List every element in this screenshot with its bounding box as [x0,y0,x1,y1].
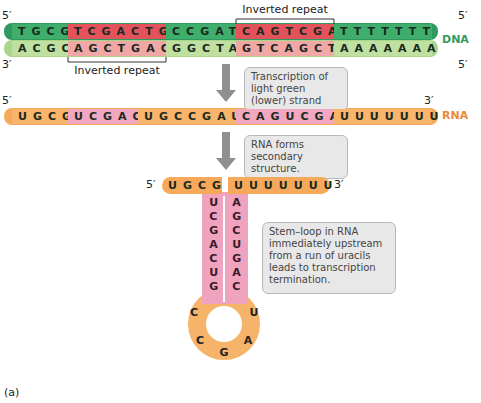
inverted-repeat-segment: AGCTGAC [68,41,166,56]
sequence-text: UGCG [168,179,227,192]
dna-segment: ACGC [12,41,68,56]
sequence-text: CAGUCGA [242,110,344,123]
loop-base: C [194,334,206,347]
dna-top-strand [4,23,438,40]
rna-stem [202,192,248,304]
sequence-text: TGCG [18,25,76,38]
rna-segment: UUUUUUU [334,109,432,124]
strand-end: 5′ [458,58,468,71]
bracket-label: Inverted repeat [68,64,166,77]
bracket [68,57,166,62]
dna-segment: AAAAAAA [334,41,432,56]
rna-segment: UUUUUUU [228,177,330,194]
sequence-text: TCGACTG [74,25,174,38]
sequence-text: GGCTA [172,42,243,55]
stem-strand: AGCUGAC [226,194,246,298]
dna-segment: GGCTA [166,41,236,56]
callout-box: Stem–loop in RNA immediately upstream fr… [262,222,396,294]
sequence-text: GTCAGCT [242,42,342,55]
sequence-text: UCGACUG [209,196,217,294]
process-arrow [216,64,236,102]
strand-end: 3′ [2,58,12,71]
loop-base: G [218,346,230,359]
sequence-text: AAAAAAA [340,42,442,55]
rna-repeat-segment: UCGAC [68,109,138,124]
sequence-text: AGCUGAC [232,196,240,294]
rna-segment: UGCCGAU [138,109,236,124]
loop-base: C [188,306,200,319]
rna-loop [197,297,251,351]
dna-segment: TTTTTTT [334,24,432,39]
rna-repeat-segment: CAGUCGA [236,109,334,124]
bracket-label: Inverted repeat [236,3,334,16]
callout-text: RNA forms secondary structure. [251,139,304,174]
strand-end: 5′ [458,9,468,22]
callout-box: Transcription of light green (lower) str… [244,67,348,111]
sequence-text: UCGAC [74,110,147,123]
inverted-repeat-segment: CAGTCGA [236,24,334,39]
sequence-text: UGCCGAU [144,110,246,123]
callout-box: RNA forms secondary structure. [244,135,348,179]
sequence-text: UUUUUUU [234,179,339,192]
callout-text: Transcription of light green (lower) str… [251,71,328,106]
dna-segment: CCGAT [166,24,236,39]
rna-segment: UGCG [162,177,222,194]
inverted-repeat-segment: GTCAGCT [236,41,334,56]
sequence-text: CCGAT [172,25,242,38]
process-arrow [216,132,236,170]
stem-strand: UCGACUG [203,194,223,298]
strand-end: 5′ [146,178,156,191]
strand-end: 3′ [334,178,344,191]
loop-base: U [248,306,260,319]
panel-label: (a) [4,386,19,399]
strand-end: 5′ [2,9,12,22]
stem-divider [223,196,225,302]
strand-end: 3′ [424,94,434,107]
strand-name: DNA [442,33,469,46]
dna-segment: TGCG [12,24,68,39]
strand-name: RNA [442,109,468,122]
loop-base: A [242,334,254,347]
sequence-text: AGCTGAC [74,42,175,55]
sequence-text: TTTTTTT [340,25,436,38]
rna-segment: UGCG [12,109,68,124]
sequence-text: UUUUUUU [340,110,445,123]
inverted-repeat-segment: TCGACTG [68,24,166,39]
callout-text: Stem–loop in RNA immediately upstream fr… [269,226,382,285]
strand-end: 5′ [2,94,12,107]
sequence-text: CAGTCGA [242,25,343,38]
